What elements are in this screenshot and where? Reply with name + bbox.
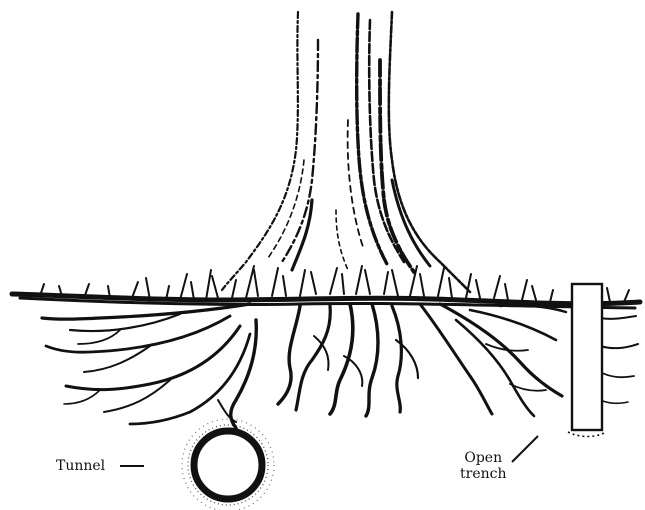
tunnel-label: Tunnel [56,458,105,474]
open-trench [568,284,606,437]
open-trench-label-line1: Open [460,450,506,466]
open-trench-label: Open trench [460,450,506,482]
tunnel-cross-section [182,419,274,510]
tree-trunk [222,12,470,292]
tunnel-label-text: Tunnel [56,458,105,474]
open-trench-label-line2: trench [460,466,506,482]
ground-surface [12,266,640,308]
trench-leader-line [512,436,538,462]
tree-roots [42,304,638,428]
